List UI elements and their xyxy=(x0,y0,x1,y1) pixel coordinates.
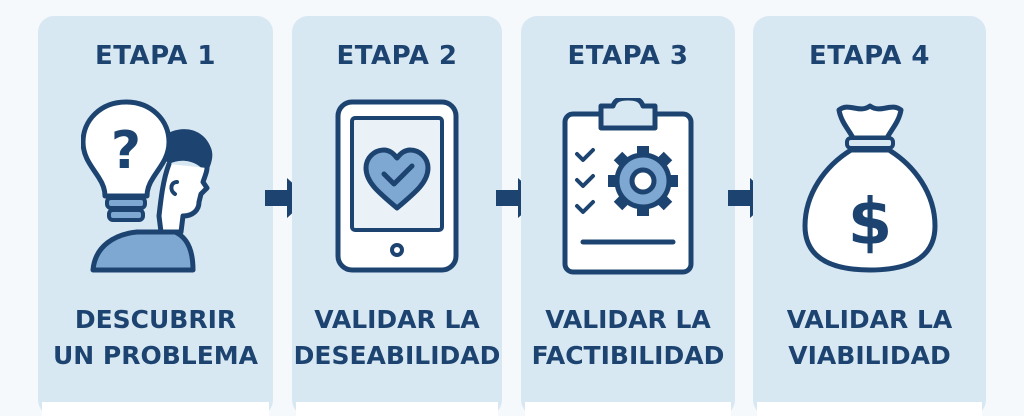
money-bag-dollar-icon: $ xyxy=(802,103,937,273)
clipboard-gear-checklist-icon xyxy=(562,98,694,275)
stage-title: DESCUBRIR UN PROBLEMA xyxy=(38,302,273,374)
svg-text:?: ? xyxy=(110,121,140,181)
stage-card-3: ETAPA 3 VALIDAR LA FACTIBILIDAD xyxy=(521,16,735,416)
stage-title: VALIDAR LA DESEABILIDAD xyxy=(292,302,502,374)
card-footer xyxy=(42,402,269,416)
person-question-lightbulb-icon: ? xyxy=(80,99,212,273)
stage-title: VALIDAR LA VIABILIDAD xyxy=(753,302,986,374)
stage-title-line: UN PROBLEMA xyxy=(52,341,259,370)
svg-text:$: $ xyxy=(847,186,892,260)
stage-title-line: VIABILIDAD xyxy=(788,341,951,370)
card-footer xyxy=(525,402,731,416)
stage-label: ETAPA 4 xyxy=(808,41,931,71)
stage-label: ETAPA 1 xyxy=(94,41,217,71)
stage-label: ETAPA 3 xyxy=(567,41,689,71)
card-footer xyxy=(757,402,982,416)
stage-label: ETAPA 2 xyxy=(336,41,458,71)
stage-title-line: DESCUBRIR xyxy=(74,305,237,334)
stage-title-line: VALIDAR LA xyxy=(786,305,953,334)
stage-title-line: VALIDAR LA xyxy=(545,305,711,334)
stage-title-line: DESEABILIDAD xyxy=(293,341,501,370)
stage-card-2: ETAPA 2 VALIDAR LA DESEABILIDAD xyxy=(292,16,502,416)
stage-title-line: VALIDAR LA xyxy=(314,305,480,334)
stage-title: VALIDAR LA FACTIBILIDAD xyxy=(521,302,735,374)
tablet-heart-check-icon xyxy=(335,99,459,273)
stage-title-line: FACTIBILIDAD xyxy=(531,341,725,370)
card-footer xyxy=(296,402,498,416)
stage-card-1: ETAPA 1 ? DESCUBRIR UN PROBLEMA xyxy=(38,16,273,416)
stage-card-4: ETAPA 4 $ VALIDAR LA VIABILIDAD xyxy=(753,16,986,416)
